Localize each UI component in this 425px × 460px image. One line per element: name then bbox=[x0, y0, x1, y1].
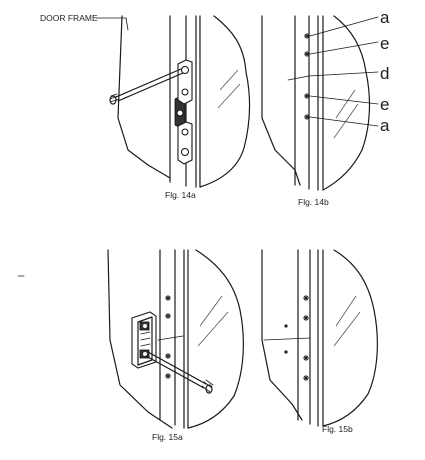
door-frame-leader bbox=[95, 17, 129, 31]
label-a-top: a bbox=[380, 8, 390, 27]
hole-marks-15a bbox=[165, 295, 171, 379]
caption-fig-15a: Flg. 15a bbox=[152, 432, 183, 442]
label-door-frame: DOOR FRAME bbox=[40, 13, 98, 23]
caption-fig-14a: Flg. 14a bbox=[165, 190, 196, 200]
hole-marks-14b bbox=[304, 33, 310, 120]
caption-fig-15b: Flg. 15b bbox=[322, 424, 353, 434]
panel-fig-14b: a e d e a Flg. 14b bbox=[261, 8, 390, 207]
label-d: d bbox=[380, 64, 389, 83]
label-a-bottom: a bbox=[380, 116, 390, 135]
panel-fig-14a: DOOR FRAME Flg. 14a bbox=[40, 13, 251, 200]
template-bracket-lower bbox=[177, 121, 193, 165]
panel-fig-15a: Flg. 15a bbox=[107, 249, 244, 442]
label-e-top: e bbox=[380, 34, 389, 53]
caption-fig-14b: Flg. 14b bbox=[298, 197, 329, 207]
drill-rod bbox=[109, 68, 184, 105]
reference-line bbox=[287, 75, 310, 81]
hole-marks-15b bbox=[284, 295, 309, 381]
drill-template bbox=[131, 311, 157, 369]
panel-fig-15b: Flg. 15b bbox=[261, 249, 378, 434]
label-e-bottom: e bbox=[380, 95, 389, 114]
drill-rod-15a bbox=[145, 351, 214, 394]
